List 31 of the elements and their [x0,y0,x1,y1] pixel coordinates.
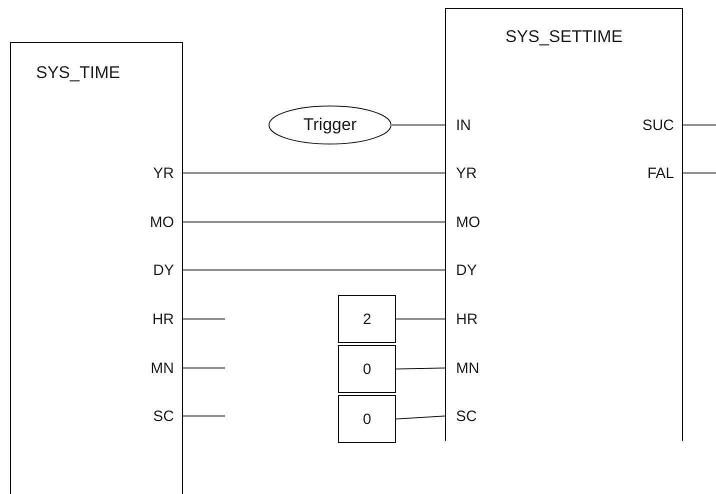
pin-label: MO [121,213,184,233]
wire [682,172,716,174]
pin-label: DY [121,261,184,281]
pin-label: SC [446,407,506,427]
pin-label: YR [121,164,184,184]
wire [182,172,446,174]
wire [396,368,446,370]
pin-label: YR [446,164,506,184]
pin-label: SUC [624,116,684,136]
wire [182,318,226,320]
wire [682,124,716,126]
constant-box: 2 [338,295,396,343]
function-block [445,8,683,441]
block-title: SYS_TIME [36,63,120,83]
wire [396,416,446,420]
constant-box: 0 [338,345,396,393]
pin-label: HR [446,310,506,330]
wire [396,318,446,320]
block-title: SYS_SETTIME [505,27,623,47]
pin-label: HR [121,310,184,330]
pin-label: MO [446,213,506,233]
pin-label: MN [446,359,506,379]
pin-label: SC [121,407,184,427]
pin-label: DY [446,261,506,281]
pin-label: IN [446,116,506,136]
wire [392,124,446,126]
pin-label: FAL [624,164,684,184]
input-ellipse: Trigger [268,105,392,145]
constant-box: 0 [338,395,396,443]
pin-label: MN [121,359,184,379]
function-block [10,42,183,494]
